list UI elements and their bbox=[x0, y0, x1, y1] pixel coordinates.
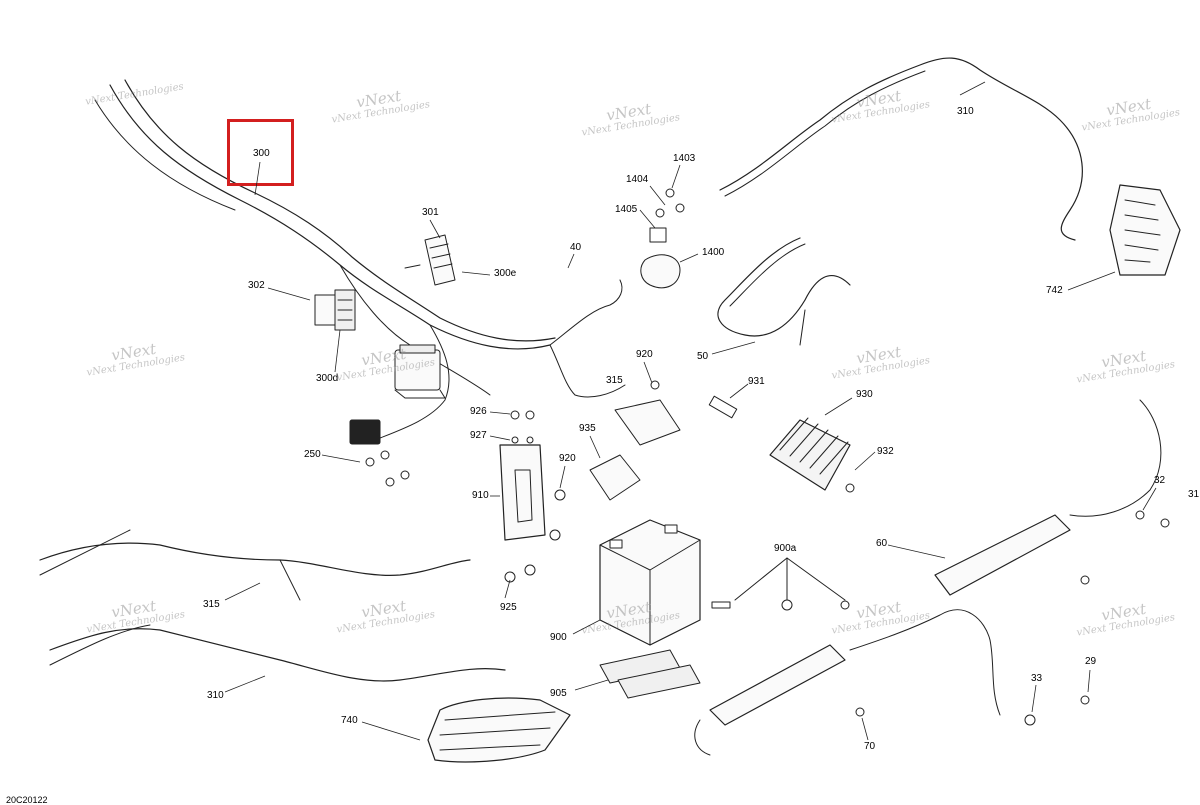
highlight-box bbox=[227, 119, 294, 186]
part-label-1400[interactable]: 1400 bbox=[702, 247, 725, 258]
part-label-300[interactable]: 300 bbox=[253, 148, 270, 159]
regulator-930 bbox=[708, 395, 855, 493]
part-label-32[interactable]: 32 bbox=[1154, 475, 1166, 486]
part-label-50[interactable]: 50 bbox=[697, 351, 709, 362]
part-label-40[interactable]: 40 bbox=[570, 242, 582, 253]
part-label-900[interactable]: 900 bbox=[550, 632, 567, 643]
part-label-927[interactable]: 927 bbox=[470, 430, 487, 441]
part-label-70[interactable]: 70 bbox=[864, 741, 876, 752]
part-label-300d[interactable]: 300d bbox=[316, 373, 339, 384]
diagram-code: 20C20122 bbox=[6, 795, 48, 805]
part-label-740[interactable]: 740 bbox=[341, 715, 358, 726]
hardware-900a bbox=[711, 557, 850, 611]
part-label-1405[interactable]: 1405 bbox=[615, 204, 638, 215]
part-label-905[interactable]: 905 bbox=[550, 688, 567, 699]
part-label-932[interactable]: 932 bbox=[877, 446, 894, 457]
plate-935 bbox=[589, 380, 681, 501]
part-label-925[interactable]: 925 bbox=[500, 602, 517, 613]
part-label-926[interactable]: 926 bbox=[470, 406, 487, 417]
part-label-310-top[interactable]: 310 bbox=[957, 106, 974, 117]
harness-310-top bbox=[719, 57, 1083, 241]
connector-302 bbox=[314, 289, 356, 331]
taillight-740 bbox=[427, 697, 571, 763]
part-label-310-left[interactable]: 310 bbox=[207, 690, 224, 701]
part-label-935[interactable]: 935 bbox=[579, 423, 596, 434]
part-label-301[interactable]: 301 bbox=[422, 207, 439, 218]
part-label-742[interactable]: 742 bbox=[1046, 285, 1063, 296]
part-label-1403[interactable]: 1403 bbox=[673, 153, 696, 164]
part-label-931[interactable]: 931 bbox=[748, 376, 765, 387]
headlight-742 bbox=[1109, 184, 1181, 276]
bracket-910 bbox=[499, 410, 566, 583]
part-label-60[interactable]: 60 bbox=[876, 538, 888, 549]
part-label-920-mid[interactable]: 920 bbox=[559, 453, 576, 464]
fuse-box bbox=[349, 344, 446, 445]
part-label-930[interactable]: 930 bbox=[856, 389, 873, 400]
part-label-31[interactable]: 31 bbox=[1188, 489, 1200, 500]
bolts-250 bbox=[365, 450, 410, 487]
harness-315-left bbox=[39, 529, 471, 601]
part-label-315-center[interactable]: 315 bbox=[606, 375, 623, 386]
harness-310-left bbox=[49, 624, 506, 682]
part-label-300e[interactable]: 300e bbox=[494, 268, 517, 279]
part-label-33[interactable]: 33 bbox=[1031, 673, 1043, 684]
part-label-920-top[interactable]: 920 bbox=[636, 349, 653, 360]
part-label-900a[interactable]: 900a bbox=[774, 543, 797, 554]
part-label-250[interactable]: 250 bbox=[304, 449, 321, 460]
part-label-302[interactable]: 302 bbox=[248, 280, 265, 291]
sensor-1400 bbox=[640, 188, 685, 289]
part-label-910[interactable]: 910 bbox=[472, 490, 489, 501]
part-label-1404[interactable]: 1404 bbox=[626, 174, 649, 185]
rack-60 bbox=[694, 399, 1170, 756]
cable-50 bbox=[717, 237, 851, 346]
clip-301 bbox=[404, 234, 456, 286]
part-label-29[interactable]: 29 bbox=[1085, 656, 1097, 667]
battery-900 bbox=[599, 519, 701, 699]
part-label-315-left[interactable]: 315 bbox=[203, 599, 220, 610]
main-harness-300 bbox=[94, 79, 626, 441]
